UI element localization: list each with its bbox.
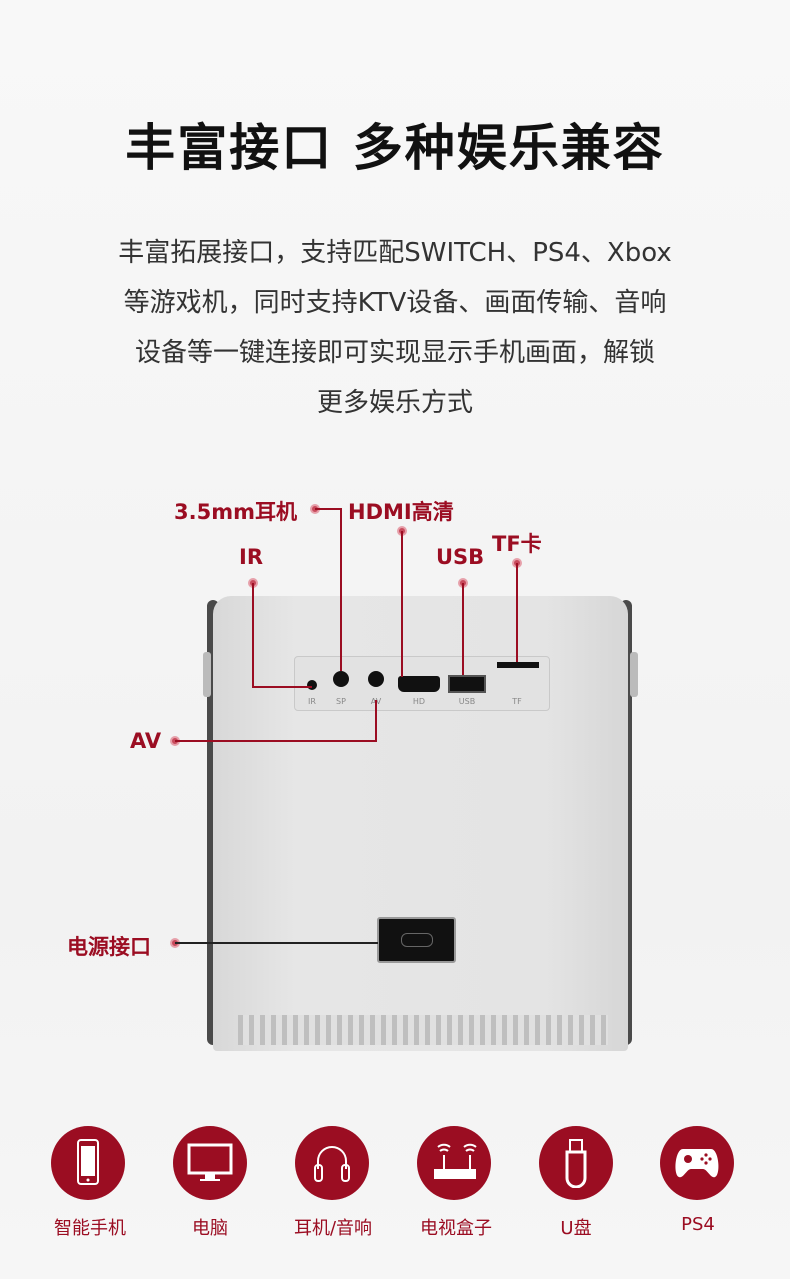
- device-label: PS4: [681, 1214, 715, 1235]
- usb-drive-icon: [539, 1126, 613, 1200]
- description: 丰富拓展接口，支持匹配SWITCH、PS4、Xbox 等游戏机，同时支持KTV设…: [70, 228, 720, 428]
- callout-usb: USB: [436, 545, 485, 569]
- callout-line: [462, 583, 464, 675]
- callout-ir: IR: [239, 545, 263, 569]
- description-line: 等游戏机，同时支持KTV设备、画面传输、音响: [123, 288, 667, 318]
- callout-line: [340, 508, 342, 671]
- hdmi-port: [398, 676, 440, 692]
- callout-power: 电源接口: [67, 935, 151, 959]
- callout-tf: TF卡: [492, 532, 542, 556]
- callout-line: [175, 740, 377, 742]
- panel-label-ir: IR: [308, 697, 316, 706]
- callout-line: [375, 700, 377, 742]
- headphones-icon: [295, 1126, 369, 1200]
- usb-port: [448, 675, 486, 693]
- gamepad-icon: [660, 1126, 734, 1200]
- panel-label-sp: SP: [336, 697, 346, 706]
- callout-line: [401, 531, 403, 677]
- callout-line: [315, 508, 341, 510]
- callout-line: [175, 942, 378, 944]
- av-port: [368, 671, 384, 687]
- device-label: 电脑: [192, 1218, 228, 1239]
- monitor-icon: [173, 1126, 247, 1200]
- description-line: 丰富拓展接口，支持匹配SWITCH、PS4、Xbox: [118, 238, 672, 268]
- tf-slot: [497, 662, 539, 668]
- device-label: U盘: [560, 1218, 592, 1239]
- vent-grille: [238, 1015, 608, 1045]
- panel-label-usb: USB: [458, 697, 476, 706]
- device-label: 电视盒子: [420, 1218, 492, 1239]
- knob: [203, 652, 211, 697]
- knob: [630, 652, 638, 697]
- panel-label-hd: HD: [412, 697, 426, 706]
- power-socket: [377, 917, 456, 963]
- callout-line: [516, 563, 518, 662]
- panel-label-tf: TF: [512, 697, 522, 706]
- page-title: 丰富接口 多种娱乐兼容: [125, 119, 665, 177]
- description-line: 设备等一键连接即可实现显示手机画面，解锁: [134, 338, 655, 368]
- callout-line: [252, 686, 312, 688]
- callout-line: [252, 583, 254, 687]
- device-label: 智能手机: [54, 1218, 126, 1239]
- callout-hdmi: HDMI高清: [348, 500, 454, 524]
- callout-headphone: 3.5mm耳机: [174, 500, 297, 524]
- description-line: 更多娱乐方式: [316, 388, 473, 418]
- router-icon: [417, 1126, 491, 1200]
- callout-av: AV: [130, 729, 162, 753]
- sp-port: [333, 671, 349, 687]
- device-label: 耳机/音响: [293, 1218, 373, 1239]
- ir-port: [307, 680, 317, 690]
- smartphone-icon: [51, 1126, 125, 1200]
